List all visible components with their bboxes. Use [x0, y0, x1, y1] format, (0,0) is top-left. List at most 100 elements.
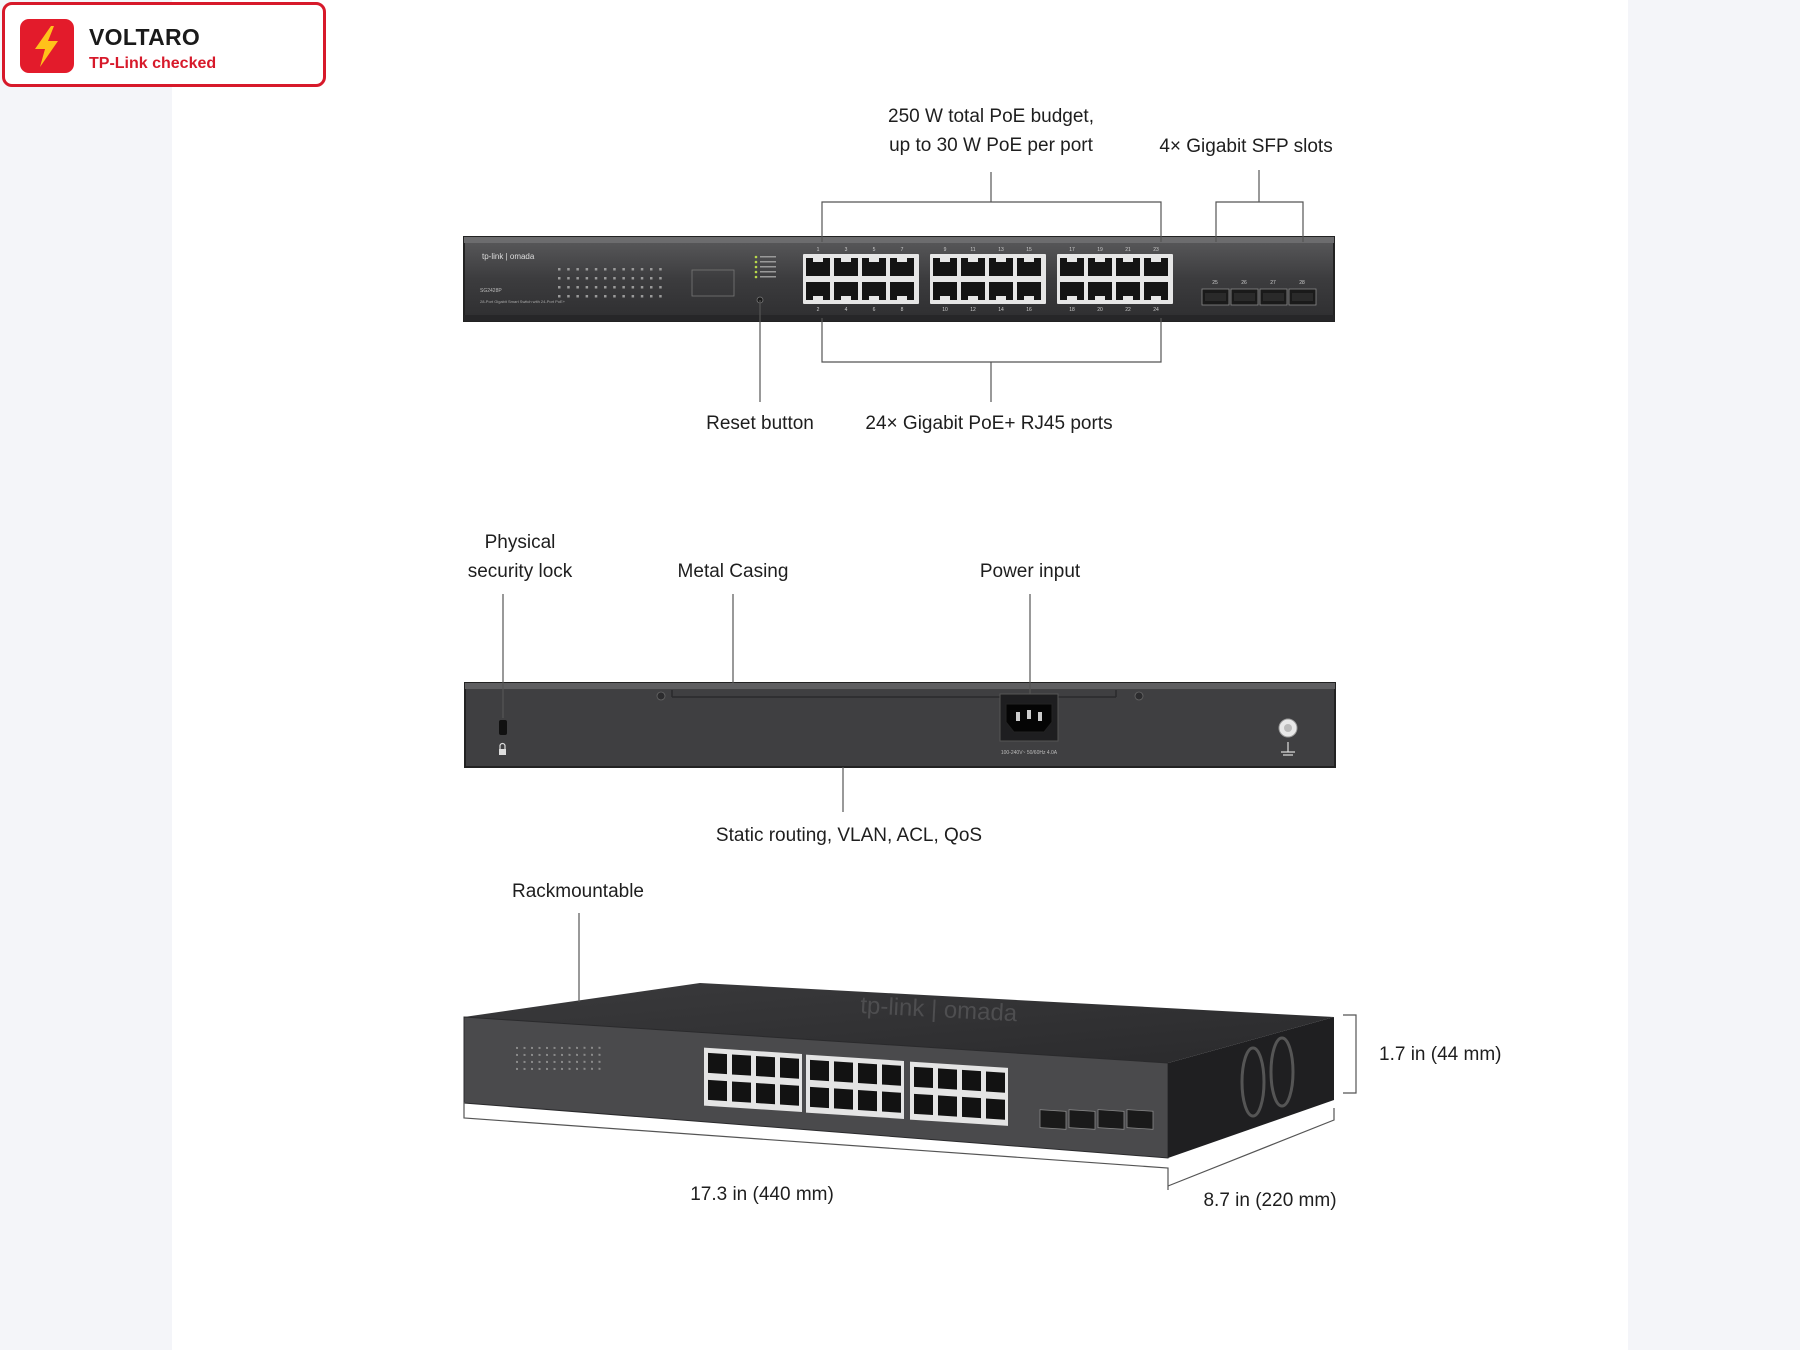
- iso-rj45-port: [708, 1079, 727, 1102]
- port-number-label: 10: [942, 307, 948, 313]
- rackmountable-label: Rackmountable: [511, 881, 645, 902]
- iso-port-group: [704, 1047, 1008, 1126]
- iso-rj45-port: [834, 1088, 853, 1110]
- iso-led-dot: [523, 1053, 526, 1056]
- rj45-port: [806, 258, 830, 276]
- iso-led-dot: [598, 1067, 601, 1070]
- iso-led-panel: [516, 1046, 601, 1070]
- port-number-label: 2: [817, 307, 820, 313]
- front-description-text: 28-Port Gigabit Smart Switch with 24-Por…: [480, 299, 566, 304]
- rj45-port: [1088, 258, 1112, 276]
- iso-led-dot: [598, 1053, 601, 1056]
- iso-led-dot: [523, 1060, 526, 1063]
- rear-callout-lines: [502, 594, 1031, 812]
- iso-led-dot: [538, 1046, 541, 1049]
- iso-led-dot: [576, 1053, 578, 1056]
- iso-led-dot: [576, 1046, 578, 1049]
- sfp-number-label: 28: [1299, 280, 1305, 286]
- iso-led-dot: [553, 1060, 556, 1063]
- port-number-label: 19: [1097, 247, 1103, 253]
- port-number-label: 15: [1026, 247, 1032, 253]
- front-model-text: SG2428P: [480, 288, 502, 294]
- rj45-port: [890, 282, 914, 300]
- led-dot: [640, 277, 644, 280]
- port-number-label: 13: [998, 247, 1004, 253]
- isometric-view-switch: tp-link | omada: [463, 983, 1334, 1159]
- rj45-port: [933, 282, 957, 300]
- iso-rj45-port: [810, 1086, 829, 1109]
- rj45-port: [1144, 282, 1168, 300]
- rj45-port: [1017, 258, 1041, 276]
- iso-led-dot: [523, 1046, 526, 1049]
- iso-led-dot: [591, 1046, 593, 1049]
- led-dot: [604, 268, 607, 271]
- power-rating-text: 100-240V~ 50/60Hz 4.0A: [1001, 750, 1058, 756]
- rj45-port: [989, 282, 1013, 300]
- led-dot: [650, 277, 653, 280]
- led-dot: [558, 268, 561, 271]
- led-dot: [613, 295, 616, 298]
- iso-rj45-port: [780, 1057, 799, 1079]
- led-dot: [576, 268, 579, 271]
- iso-rj45-port: [708, 1052, 727, 1075]
- iso-led-dot: [561, 1053, 563, 1056]
- features-label: Static routing, VLAN, ACL, QoS: [715, 825, 983, 846]
- iso-led-dot: [538, 1060, 541, 1063]
- iso-rj45-port: [756, 1055, 775, 1078]
- port-number-label: 22: [1125, 307, 1131, 313]
- led-dot: [631, 295, 635, 298]
- iso-led-dot: [531, 1067, 533, 1070]
- iso-led-dot: [583, 1046, 586, 1049]
- iso-rj45-port: [780, 1084, 799, 1106]
- port-number-label: 21: [1125, 247, 1131, 253]
- iso-rj45-port: [732, 1081, 751, 1103]
- sfp-slots-label: 4× Gigabit SFP slots: [1159, 136, 1333, 157]
- led-dot: [576, 286, 579, 289]
- iso-led-dot: [568, 1060, 571, 1063]
- rj45-port: [890, 258, 914, 276]
- led-dot: [754, 275, 758, 279]
- led-dot: [622, 277, 625, 280]
- iso-led-dot: [538, 1053, 541, 1056]
- iso-led-dot: [598, 1060, 601, 1063]
- iso-led-dot: [516, 1060, 518, 1063]
- rj45-port: [1060, 258, 1084, 276]
- port-number-label: 7: [901, 247, 904, 253]
- rj45-port: [862, 258, 886, 276]
- screw-icon: [1134, 691, 1144, 701]
- led-dot: [613, 277, 616, 280]
- led-dot: [567, 277, 570, 280]
- led-dot: [640, 286, 644, 289]
- badge-name: VOLTARO: [89, 24, 201, 50]
- sfp-number-label: 26: [1241, 280, 1247, 286]
- iso-led-dot: [546, 1053, 548, 1056]
- seller-badge: VOLTARO TP-Link checked: [2, 2, 326, 87]
- iso-rj45-port: [962, 1069, 981, 1092]
- led-dot: [650, 268, 653, 271]
- front-view-switch: tp-link | omada SG2428P 28-Port Gigabit …: [463, 236, 1335, 322]
- iso-led-dot: [591, 1053, 593, 1056]
- iso-dimension-lines: [463, 913, 1357, 1190]
- iso-led-dot: [561, 1046, 563, 1049]
- port-number-label: 24: [1153, 307, 1159, 313]
- iso-led-dot: [576, 1060, 578, 1063]
- rj45-port: [834, 258, 858, 276]
- sfp-number-label: 27: [1270, 280, 1276, 286]
- iso-rj45-port: [986, 1098, 1005, 1120]
- iso-rj45-port: [914, 1093, 933, 1116]
- badge-subtitle: TP-Link checked: [89, 55, 217, 72]
- led-dot: [631, 268, 635, 271]
- rj45-port: [1088, 282, 1112, 300]
- rj45-port: [933, 258, 957, 276]
- iso-led-dot: [583, 1053, 586, 1056]
- iso-led-dot: [553, 1053, 556, 1056]
- iso-sfp-slot: [1126, 1109, 1154, 1130]
- iso-rj45-port: [986, 1071, 1005, 1093]
- mode-buttons: [691, 269, 735, 297]
- iso-led-dot: [591, 1067, 593, 1070]
- port-number-label: 11: [970, 247, 975, 253]
- iso-sfp-slot: [1039, 1109, 1067, 1130]
- led-dot: [622, 295, 625, 298]
